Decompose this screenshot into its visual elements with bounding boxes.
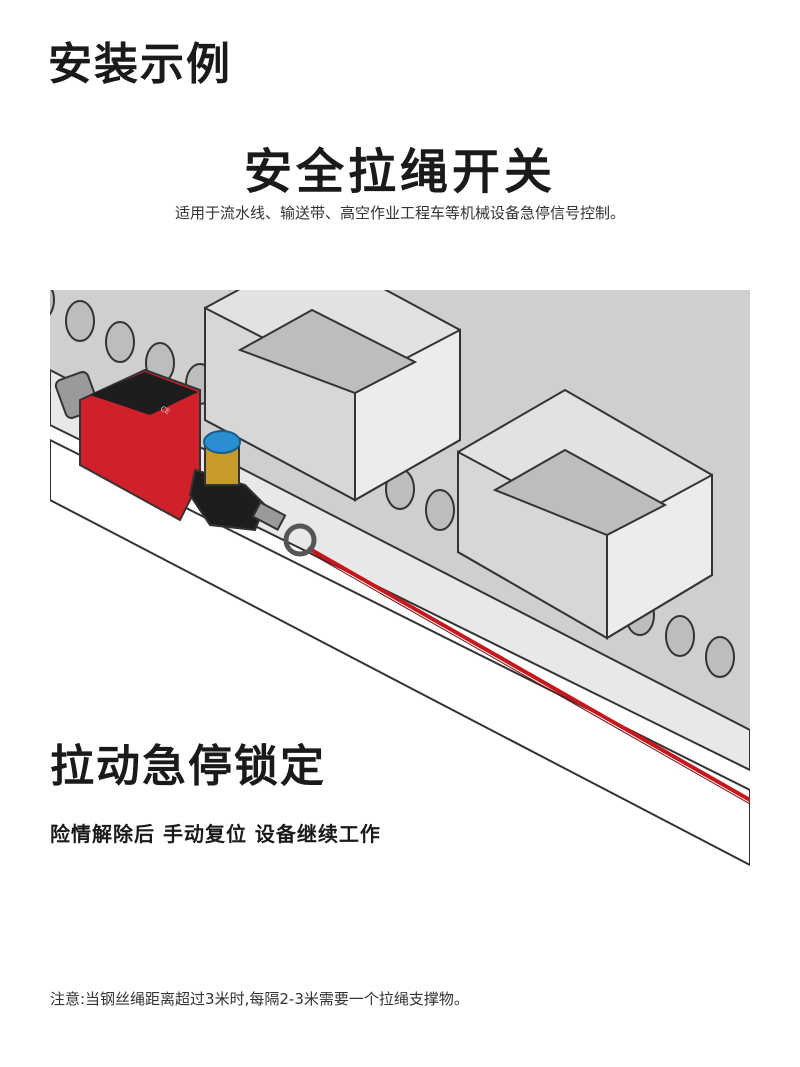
installation-note: 注意:当钢丝绳距离超过3米时,每隔2-3米需要一个拉绳支撑物。 bbox=[50, 990, 469, 1008]
roller bbox=[425, 489, 455, 531]
cardboard-box-1 bbox=[204, 290, 461, 502]
rope-ring bbox=[283, 523, 317, 557]
conveyor-side-frame bbox=[50, 438, 750, 867]
reset-button bbox=[203, 430, 241, 454]
roller bbox=[105, 321, 135, 363]
svg-text:CE: CE bbox=[159, 405, 171, 416]
pull-rope bbox=[307, 546, 750, 802]
feature-title: 拉动急停锁定 bbox=[50, 741, 326, 792]
cardboard-box-2 bbox=[457, 388, 713, 640]
roller bbox=[50, 290, 55, 316]
installation-illustration: CE bbox=[50, 290, 750, 880]
section-title: 安装示例 bbox=[48, 39, 232, 90]
roller bbox=[665, 615, 695, 657]
rope-pull-switch: CE bbox=[54, 368, 317, 557]
feature-description: 险情解除后 手动复位 设备继续工作 bbox=[50, 822, 381, 846]
product-title: 安全拉绳开关 bbox=[243, 144, 556, 200]
roller bbox=[65, 300, 95, 342]
roller bbox=[705, 636, 735, 678]
product-subtitle: 适用于流水线、输送带、高空作业工程车等机械设备急停信号控制。 bbox=[174, 204, 625, 222]
